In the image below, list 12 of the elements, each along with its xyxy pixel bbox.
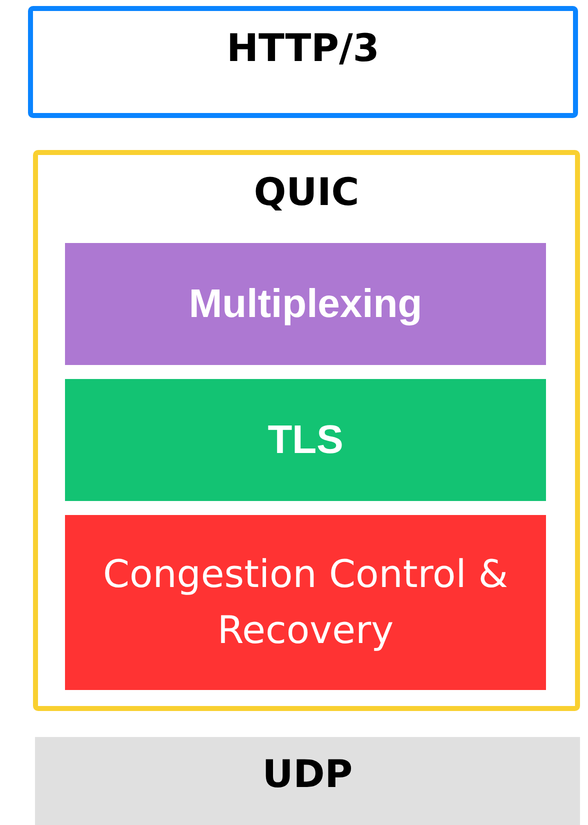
layer-label: Congestion Control & Recovery <box>102 551 510 654</box>
layer-block <box>65 379 546 501</box>
layer-frame <box>28 6 578 118</box>
layer-label: QUIC <box>252 169 360 216</box>
layer-label: TLS <box>266 417 344 464</box>
layer-label: UDP <box>261 751 354 798</box>
layer-frame <box>33 150 580 711</box>
layer-label: Multiplexing <box>188 281 424 328</box>
layer-label: HTTP/3 <box>226 25 380 72</box>
layer-block <box>35 737 580 825</box>
layer-block <box>65 243 546 365</box>
layer-block <box>65 515 546 690</box>
